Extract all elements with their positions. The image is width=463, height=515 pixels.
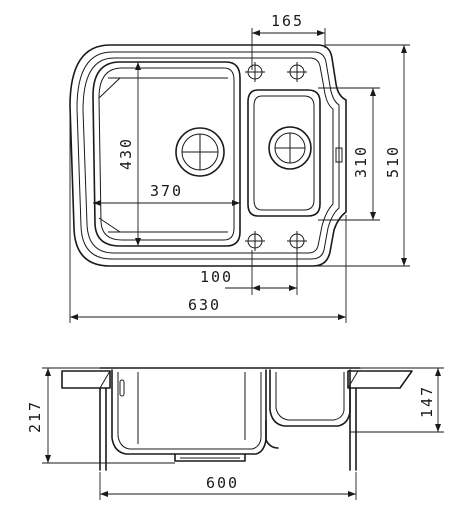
dim-label-630: 630 [188, 296, 221, 314]
right-lip [347, 370, 413, 389]
main-bowl [92, 61, 241, 247]
dimension-lines-top [69, 28, 410, 323]
main-drain-icon [175, 127, 225, 177]
dim-label-217: 217 [26, 400, 44, 433]
sink-deck [82, 57, 334, 254]
overflow-slot [119, 379, 125, 397]
dimension-lines-side [42, 367, 444, 500]
dim-label-430: 430 [117, 137, 135, 170]
small-bowl-profile-inner [275, 372, 345, 421]
side-view: 217 147 600 [26, 367, 444, 500]
dim-label-370: 370 [150, 182, 183, 200]
second-bowl [247, 89, 321, 217]
sink-inner-rim [76, 51, 340, 260]
main-bowl-profile [111, 369, 267, 455]
second-bowl-inner [253, 95, 315, 211]
bowl-corner-line [98, 217, 121, 233]
dim-label-165: 165 [271, 12, 304, 30]
main-bowl-inner [98, 67, 235, 241]
main-bowl-profile-inner [117, 372, 262, 450]
left-lip [61, 370, 111, 389]
bowl-corner-line [98, 77, 121, 99]
dim-label-100: 100 [200, 268, 233, 286]
dim-label-310: 310 [352, 145, 370, 178]
top-view: 165 430 370 310 510 100 630 [69, 12, 410, 323]
main-drain-profile [174, 453, 246, 462]
tap-holes [245, 62, 307, 251]
small-bowl-profile [269, 369, 351, 427]
dim-label-600: 600 [206, 474, 239, 492]
dim-label-510: 510 [384, 145, 402, 178]
bowl-connection [265, 419, 279, 449]
dim-label-147: 147 [418, 385, 436, 418]
overflow-tab [335, 147, 343, 163]
second-drain-icon [268, 126, 312, 170]
